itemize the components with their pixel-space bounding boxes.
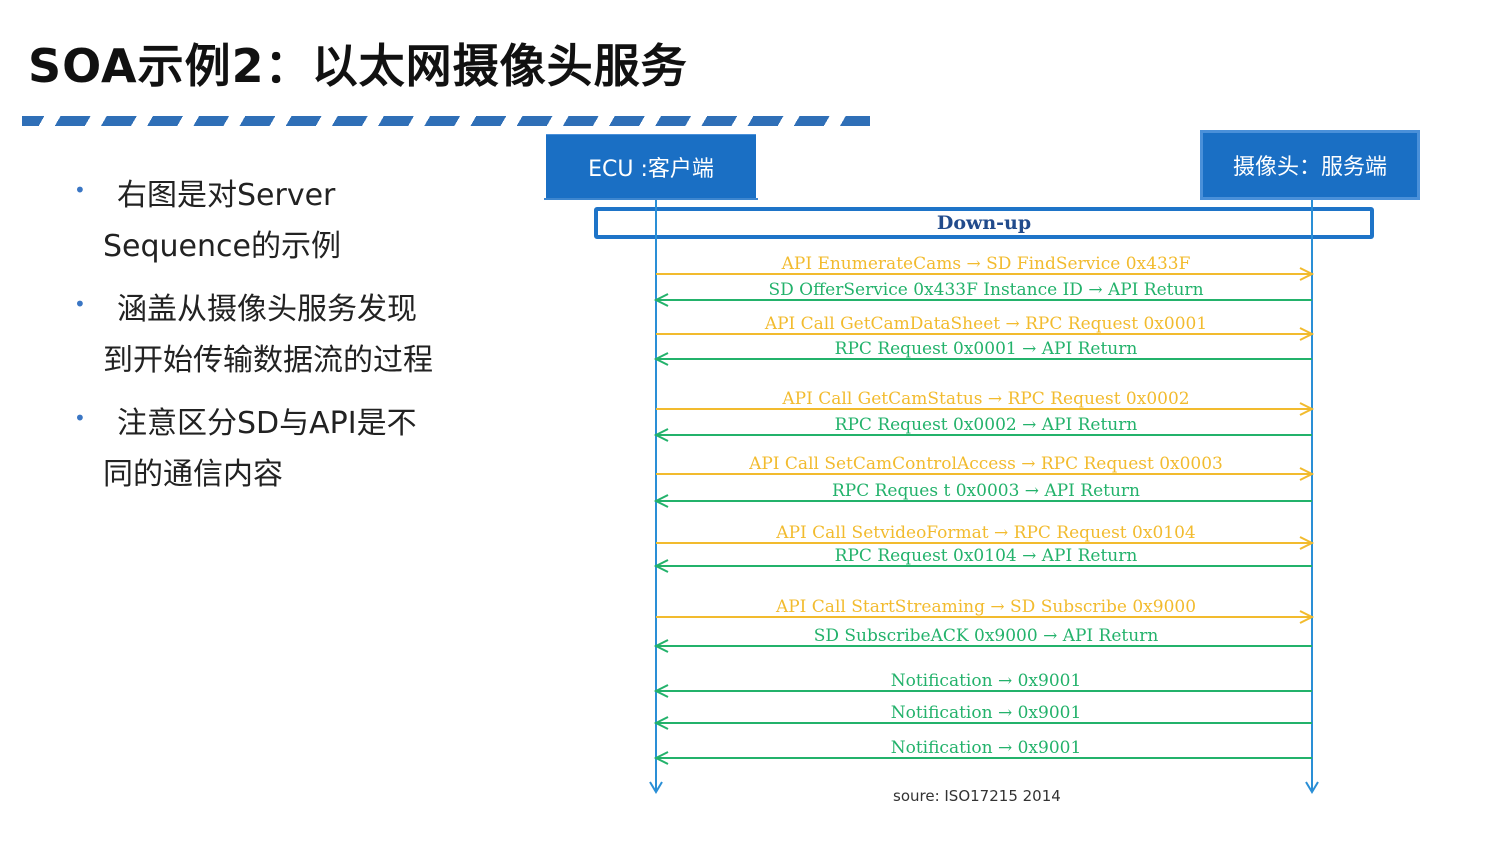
message-arrowhead	[653, 559, 669, 573]
message-label: API Call GetCamDataSheet → RPC Request 0…	[764, 314, 1207, 334]
message-arrowhead	[653, 639, 669, 653]
down-up-frame: Down-up	[594, 207, 1374, 239]
message-label: RPC Request 0x0104 → API Return	[835, 546, 1138, 566]
bullet-item: • 涵盖从摄像头服务发现 到开始传输数据流的过程	[70, 284, 490, 386]
bullet-dot-icon: •	[74, 292, 86, 316]
message-label: SD OfferService 0x433F Instance ID → API…	[768, 280, 1203, 300]
server-actor-label: 摄像头：服务端	[1232, 155, 1387, 180]
message-arrowhead	[653, 716, 669, 730]
message-label: Notification → 0x9001	[891, 738, 1082, 758]
message-label: API Call SetCamControlAccess → RPC Reque…	[748, 454, 1223, 474]
bullet-item: • 注意区分SD与API是不 同的通信内容	[70, 398, 490, 500]
message-arrowhead	[653, 352, 669, 366]
bullet-text: 涵盖从摄像头服务发现 到开始传输数据流的过程	[103, 292, 433, 378]
server-actor-box: 摄像头：服务端	[1200, 130, 1420, 200]
message-label: RPC Request 0x0001 → API Return	[835, 339, 1138, 359]
message-arrowhead	[653, 428, 669, 442]
client-actor-underline	[544, 198, 758, 200]
message-arrowhead	[1299, 610, 1315, 624]
message-label: RPC Reques t 0x0003 → API Return	[832, 481, 1140, 501]
message-arrowhead	[653, 494, 669, 508]
bullet-dot-icon: •	[74, 178, 86, 202]
server-actor-inner: 摄像头：服务端	[1207, 137, 1413, 193]
client-actor-label: ECU :客户端	[588, 157, 714, 182]
message-label: SD SubscribeACK 0x9000 → API Return	[814, 626, 1159, 646]
server-lifeline-arrowhead	[1305, 781, 1319, 794]
message-arrowhead	[653, 293, 669, 307]
message-arrowhead	[653, 684, 669, 698]
bullet-list: • 右图是对Server Sequence的示例 • 涵盖从摄像头服务发现 到开…	[70, 170, 490, 512]
client-actor-box: ECU :客户端	[546, 134, 756, 199]
message-label: Notification → 0x9001	[891, 703, 1082, 723]
message-label: API Call GetCamStatus → RPC Request 0x00…	[781, 389, 1189, 409]
message-arrowhead	[1299, 467, 1315, 481]
bullet-text: 注意区分SD与API是不 同的通信内容	[103, 406, 417, 492]
message-arrowhead	[653, 751, 669, 765]
down-up-label: Down-up	[936, 212, 1032, 234]
title-underline-stripe	[22, 116, 870, 126]
message-arrowhead	[1299, 402, 1315, 416]
client-lifeline-arrowhead	[649, 781, 663, 794]
message-label: Notification → 0x9001	[891, 671, 1082, 691]
bullet-text: 右图是对Server Sequence的示例	[103, 178, 341, 264]
message-arrowhead	[1299, 267, 1315, 281]
source-note: soure: ISO17215 2014	[893, 787, 1061, 805]
message-label: API EnumerateCams → SD FindService 0x433…	[781, 254, 1191, 274]
bullet-dot-icon: •	[74, 406, 86, 430]
message-label: API Call StartStreaming → SD Subscribe 0…	[775, 597, 1196, 617]
message-arrowhead	[1299, 327, 1315, 341]
message-label: API Call SetvideoFormat → RPC Request 0x…	[775, 523, 1195, 543]
bullet-item: • 右图是对Server Sequence的示例	[70, 170, 490, 272]
page-title: SOA示例2：以太网摄像头服务	[28, 39, 688, 93]
message-arrowhead	[1299, 536, 1315, 550]
message-label: RPC Request 0x0002 → API Return	[835, 415, 1138, 435]
